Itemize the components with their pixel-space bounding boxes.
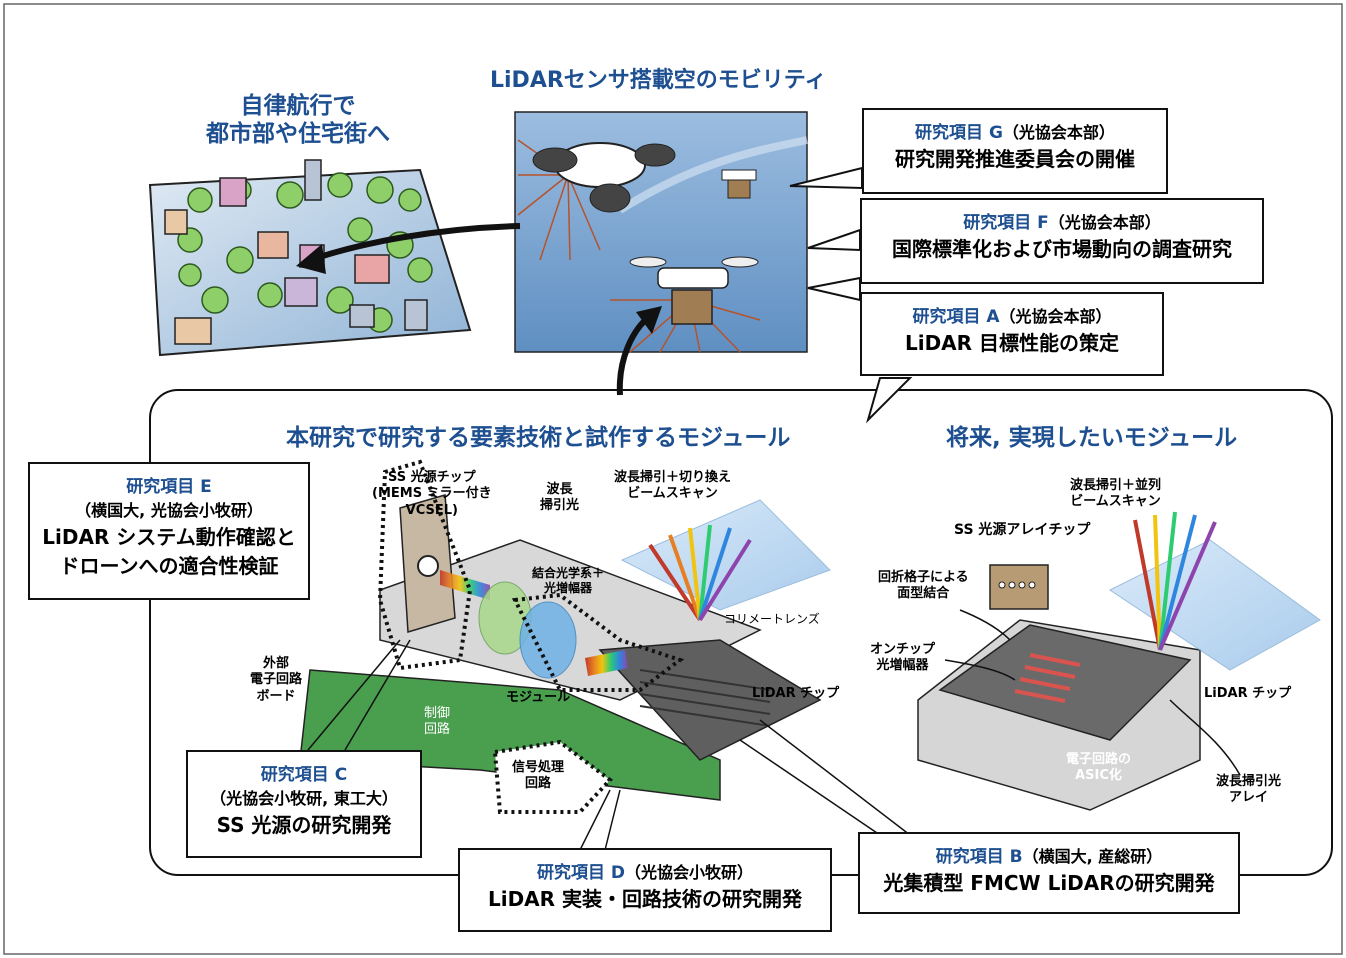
item-g-body: 研究開発推進委員会の開催 xyxy=(895,147,1135,171)
city-title-line1: 自律航行で xyxy=(240,93,356,119)
item-b-body: 光集積型 FMCW LiDARの研究開発 xyxy=(883,871,1215,895)
item-g-label: 研究項目 G xyxy=(915,123,1003,143)
city-illustration xyxy=(148,159,472,357)
scan-line1: 波長掃引＋切り換え xyxy=(614,470,732,485)
ss-chip-line1: SS 光源チップ xyxy=(387,470,476,485)
right-module-illustration xyxy=(917,511,1321,811)
ss-chip-line2: (MEMS ミラー付き xyxy=(372,486,492,502)
ext-board-line1: 外部 xyxy=(263,656,290,671)
onchip-line2: 光増幅器 xyxy=(876,658,929,674)
item-c-box: 研究項目 C （光協会小牧研, 東工大） SS 光源の研究開発 xyxy=(186,750,422,858)
item-d-box: 研究項目 D（光協会小牧研） LiDAR 実装・回路技術の研究開発 xyxy=(458,848,832,932)
control-line1: 制御 xyxy=(424,706,451,721)
item-d-label: 研究項目 D xyxy=(536,863,625,883)
swept-line2: 掃引光 xyxy=(540,498,580,514)
lidar-chip-right-label: LiDAR チップ xyxy=(1204,686,1292,701)
asic-line1: 電子回路の xyxy=(1066,752,1132,767)
ext-board-line3: ボード xyxy=(256,688,296,704)
item-d-body: LiDAR 実装・回路技術の研究開発 xyxy=(487,887,803,911)
optics-label: 結合光学系＋ 光増幅器 xyxy=(532,566,604,596)
asic-line2: ASIC化 xyxy=(1075,768,1122,784)
item-g-org: （光協会本部） xyxy=(1002,123,1115,142)
asic-label: 電子回路の ASIC化 xyxy=(1066,752,1131,785)
control-line2: 回路 xyxy=(424,722,451,738)
swept-array-label: 波長掃引光 アレイ xyxy=(1216,774,1281,807)
mobility-title: LiDARセンサ搭載空のモビリティ xyxy=(490,68,827,93)
onchip-amp-label: オンチップ 光増幅器 xyxy=(870,642,935,675)
arrow-to-city xyxy=(303,223,521,265)
swept-light-label: 波長 掃引光 xyxy=(540,482,579,515)
item-e-org: （横国大, 光協会小牧研） xyxy=(75,501,263,520)
item-e-label: 研究項目 E xyxy=(126,477,212,497)
city-title-line2: 都市部や住宅街へ xyxy=(206,121,390,147)
ext-board-line2: 電子回路 xyxy=(250,672,303,688)
scan-line2: ビームスキャン xyxy=(627,486,718,502)
parallel-line2: ビームスキャン xyxy=(1070,494,1161,510)
leader-lines xyxy=(307,609,1241,851)
outer-frame xyxy=(3,3,1343,955)
module-label: モジュール xyxy=(506,690,571,705)
item-c-body: SS 光源の研究開発 xyxy=(216,813,392,837)
lidar-chip-left-label: LiDAR チップ xyxy=(752,686,840,701)
switch-scan-label: 波長掃引＋切り換え ビームスキャン xyxy=(614,470,731,503)
item-f-body: 国際標準化および市場動向の調査研究 xyxy=(892,237,1232,261)
ext-board-label: 外部 電子回路 ボード xyxy=(250,656,302,705)
signal-line2: 回路 xyxy=(525,776,552,792)
ss-chip-line3: VCSEL) xyxy=(405,502,458,518)
ss-chip-label: SS 光源チップ (MEMS ミラー付き VCSEL) xyxy=(372,470,492,519)
onchip-line1: オンチップ xyxy=(870,642,936,657)
item-c-org: （光協会小牧研, 東工大） xyxy=(210,789,398,808)
item-e-body1: LiDAR システム動作確認と xyxy=(42,525,296,549)
parallel-line1: 波長掃引＋並列 xyxy=(1070,478,1162,493)
signal-line1: 信号処理 xyxy=(512,760,565,775)
item-b-label: 研究項目 B xyxy=(935,847,1023,867)
item-d-org: （光協会小牧研） xyxy=(625,863,754,882)
ss-array-label: SS 光源アレイチップ xyxy=(954,522,1091,538)
left-module-illustration xyxy=(299,459,831,814)
swept-array-line1: 波長掃引光 xyxy=(1216,774,1282,789)
optics-line2: 光増幅器 xyxy=(544,581,593,595)
item-b-box: 研究項目 B（横国大, 産総研） 光集積型 FMCW LiDARの研究開発 xyxy=(858,832,1240,914)
swept-array-line2: アレイ xyxy=(1229,790,1269,806)
grating-line2: 面型結合 xyxy=(897,586,950,602)
item-a-box: 研究項目 A（光協会本部） LiDAR 目標性能の策定 xyxy=(860,292,1164,376)
item-e-box: 研究項目 E （横国大, 光協会小牧研） LiDAR システム動作確認と ドロー… xyxy=(28,462,310,600)
research-section-title: 本研究で研究する要素技術と試作するモジュール xyxy=(286,425,791,451)
swept-line1: 波長 xyxy=(546,482,573,497)
optics-line1: 結合光学系＋ xyxy=(532,566,605,580)
control-circuit-label: 制御 回路 xyxy=(424,706,450,739)
item-a-org: （光協会本部） xyxy=(999,307,1112,326)
item-c-label: 研究項目 C xyxy=(260,765,348,785)
grating-line1: 回折格子による xyxy=(878,570,969,585)
item-f-label: 研究項目 F xyxy=(963,213,1049,233)
item-f-box: 研究項目 F（光協会本部） 国際標準化および市場動向の調査研究 xyxy=(860,198,1264,284)
item-e-body2: ドローンへの適合性検証 xyxy=(59,554,279,578)
collimator-label: コリメートレンズ xyxy=(724,612,820,626)
callout-tail-a xyxy=(865,377,913,424)
future-section-title: 将来, 実現したいモジュール xyxy=(946,425,1238,451)
sky-illustration xyxy=(514,111,808,353)
item-g-box: 研究項目 G（光協会本部） 研究開発推進委員会の開催 xyxy=(862,108,1168,194)
item-a-body: LiDAR 目標性能の策定 xyxy=(904,331,1120,355)
parallel-scan-label: 波長掃引＋並列 ビームスキャン xyxy=(1070,478,1161,511)
signal-circuit-label: 信号処理 回路 xyxy=(512,760,564,793)
item-f-org: （光協会本部） xyxy=(1048,213,1161,232)
item-b-org: （横国大, 産総研） xyxy=(1022,847,1163,866)
grating-label: 回折格子による 面型結合 xyxy=(878,570,969,603)
item-a-label: 研究項目 A xyxy=(912,307,1000,327)
